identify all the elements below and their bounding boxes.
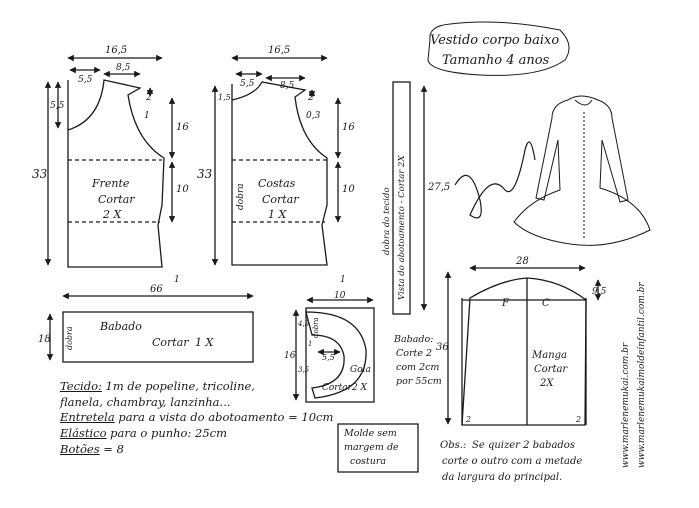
margin-line1: Molde sem	[343, 428, 397, 439]
vista-outline	[392, 81, 411, 315]
tecido-text: 1m de popeline, tricoline,	[105, 379, 255, 393]
elastico-text: para o punho: 25cm	[110, 425, 227, 440]
obs-line3: da largura do principal.	[442, 472, 562, 483]
babado-outline	[62, 311, 254, 363]
vista-label: Vista do abotoamento - Cortar 2X	[397, 155, 407, 300]
piece-gola	[292, 296, 375, 403]
manga-width: 28	[515, 256, 529, 267]
frente-shoulder: 2	[145, 93, 152, 103]
entretela-text: para a vista do abotoamento = 10cm	[118, 410, 334, 425]
frente-total: 33	[32, 167, 48, 181]
signature-icon	[454, 141, 536, 219]
costas-total: 33	[197, 167, 213, 181]
piece-vista	[392, 81, 428, 315]
costas-fold: dobra	[236, 183, 246, 210]
gola-width: 10	[334, 291, 346, 301]
tecido-label: Tecido:	[60, 379, 102, 393]
tecido-text-2: flanela, chambray, lanzinha...	[60, 394, 231, 409]
manga-name: Manga	[531, 350, 567, 361]
costas-armhole: 16	[342, 122, 355, 133]
costas-b: 8,5	[280, 81, 295, 91]
frente-hem: 1	[174, 275, 180, 285]
dress-sketch-icon	[513, 95, 651, 246]
costas-neck-drop: 1,5	[218, 93, 231, 102]
gola-outline	[305, 307, 375, 403]
costas-outline	[231, 81, 328, 266]
vista-length: 27,5	[427, 182, 450, 193]
manga-c: C	[542, 298, 550, 309]
costas-name: Costas	[258, 177, 296, 190]
babado-name: Babado	[99, 320, 142, 333]
margin-note-box	[337, 423, 419, 473]
frente-side: 10	[176, 184, 189, 195]
gola-fold: dobra	[312, 317, 320, 338]
gola-inner-d: 1	[308, 340, 312, 348]
frente-b: 8,5	[116, 63, 131, 73]
title-line1: Vestido corpo baixo	[430, 33, 559, 48]
frente-armhole: 16	[176, 122, 189, 133]
piece-babado	[46, 292, 254, 363]
margin-line2: margem de	[344, 442, 399, 453]
costas-side: 10	[342, 184, 355, 195]
title-line2: Tamanho 4 anos	[442, 53, 550, 68]
frente-outline	[67, 79, 165, 268]
piece-manga	[444, 264, 602, 426]
obs-line1: Se quizer 2 babados	[472, 440, 575, 451]
costas-hem: 1	[340, 275, 346, 285]
gola-height: 16	[284, 351, 296, 361]
babado-width: 66	[150, 284, 163, 295]
vista-fold: dobra do tecido	[382, 187, 392, 255]
gola-inner-b: 5,5	[322, 353, 335, 362]
manga-cut: Cortar	[534, 364, 568, 375]
elastico-label: Elástico	[60, 425, 107, 440]
site-line2: www.marlenemukaimoldeinfantil.com.br	[637, 282, 647, 468]
obs-line2: corte o outro com a metade	[442, 456, 582, 467]
babado-fold: dobra	[65, 326, 74, 350]
frente-name: Frente	[91, 177, 130, 190]
materials-notes: Tecido: 1m de popeline, tricoline, flane…	[60, 380, 333, 458]
margin-line3: costura	[350, 456, 386, 467]
costas-cut: Cortar	[262, 193, 299, 206]
frente-neck-drop: 5,5	[50, 101, 65, 111]
costas-shoulder: 2	[307, 93, 314, 103]
babado-note-line3: por 55cm	[396, 376, 442, 387]
gola-inner-a: 4,5	[297, 320, 310, 328]
manga-cap: 9,5	[592, 287, 607, 297]
gola-cut: Cortar	[322, 383, 353, 393]
frente-curve: 1	[144, 111, 150, 121]
piece-costas	[211, 54, 342, 266]
obs-label: Obs.:	[440, 440, 466, 451]
babado-height: 18	[38, 334, 51, 345]
babado-note-line1: Corte 2	[396, 348, 432, 359]
babado-note-label: Babado:	[393, 334, 433, 345]
site-line1: www.marlenemukai.com.br	[621, 342, 631, 468]
babado-cut: Cortar	[152, 336, 189, 349]
manga-f: F	[501, 298, 510, 309]
costas-qty: 1 X	[268, 208, 287, 221]
botoes-text: = 8	[103, 441, 124, 456]
frente-width: 16,5	[105, 45, 127, 56]
title-cloud	[427, 21, 570, 76]
babado-qty: 1 X	[195, 336, 214, 349]
gola-curve	[305, 311, 367, 399]
gola-qty: 2 X	[351, 383, 368, 393]
costas-a: 5,5	[240, 79, 255, 89]
manga-length: 36	[436, 342, 449, 353]
costas-curve: 0,3	[306, 111, 321, 121]
piece-frente	[44, 54, 176, 268]
frente-qty: 2 X	[102, 208, 122, 221]
manga-qty: 2X	[539, 378, 554, 389]
frente-a: 5,5	[78, 75, 93, 85]
botoes-label: Botões	[60, 441, 100, 456]
gola-inner-c: 3,5	[298, 366, 310, 374]
babado-note-line2: com 2cm	[396, 362, 439, 373]
frente-cut: Cortar	[98, 193, 135, 206]
manga-hem-b: 2	[575, 415, 581, 424]
gola-name: Gola	[350, 365, 371, 375]
manga-hem-a: 2	[465, 415, 471, 424]
costas-width: 16,5	[268, 45, 290, 56]
entretela-label: Entretela	[60, 410, 115, 425]
